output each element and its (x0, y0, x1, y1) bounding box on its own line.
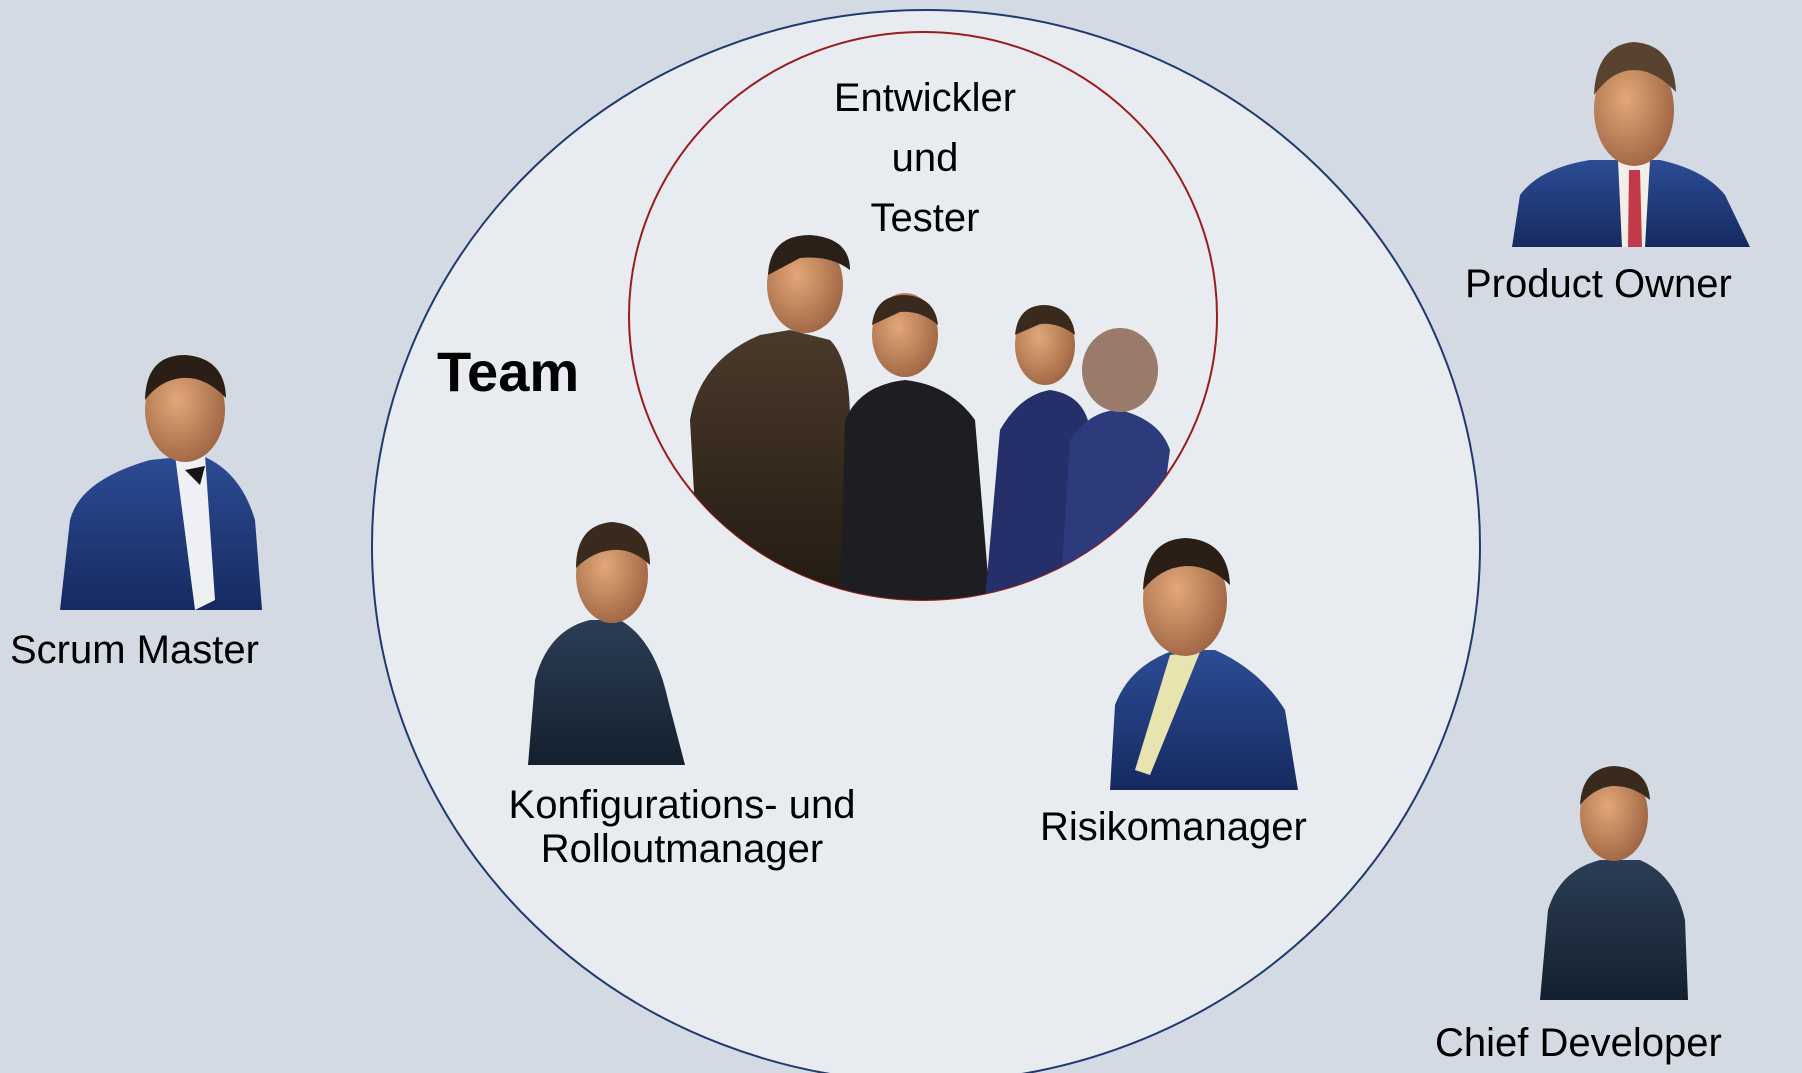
scrum-master-label: Scrum Master (10, 628, 259, 672)
config-manager-label-line-1: Konfigurations- und (508, 783, 856, 827)
chief-developer-label: Chief Developer (1435, 1021, 1722, 1065)
developers-label-line-2: und (891, 136, 959, 180)
scrum-master-figure (60, 355, 262, 610)
developers-label-line-1: Entwickler (833, 76, 1017, 120)
product-owner-figure (1512, 42, 1750, 247)
team-label: Team (437, 340, 580, 403)
risk-manager-label: Risikomanager (1040, 805, 1307, 849)
config-manager-label-line-2: Rolloutmanager (540, 827, 824, 871)
developers-label-line-3: Tester (870, 196, 980, 240)
config-manager-figure (528, 522, 685, 765)
risk-manager-figure (1110, 538, 1298, 790)
developers-label: Entwickler und Tester (785, 75, 1065, 241)
chief-developer-figure (1540, 766, 1688, 1000)
config-manager-label: Konfigurations- und Rolloutmanager (462, 782, 902, 872)
product-owner-label: Product Owner (1465, 262, 1732, 306)
